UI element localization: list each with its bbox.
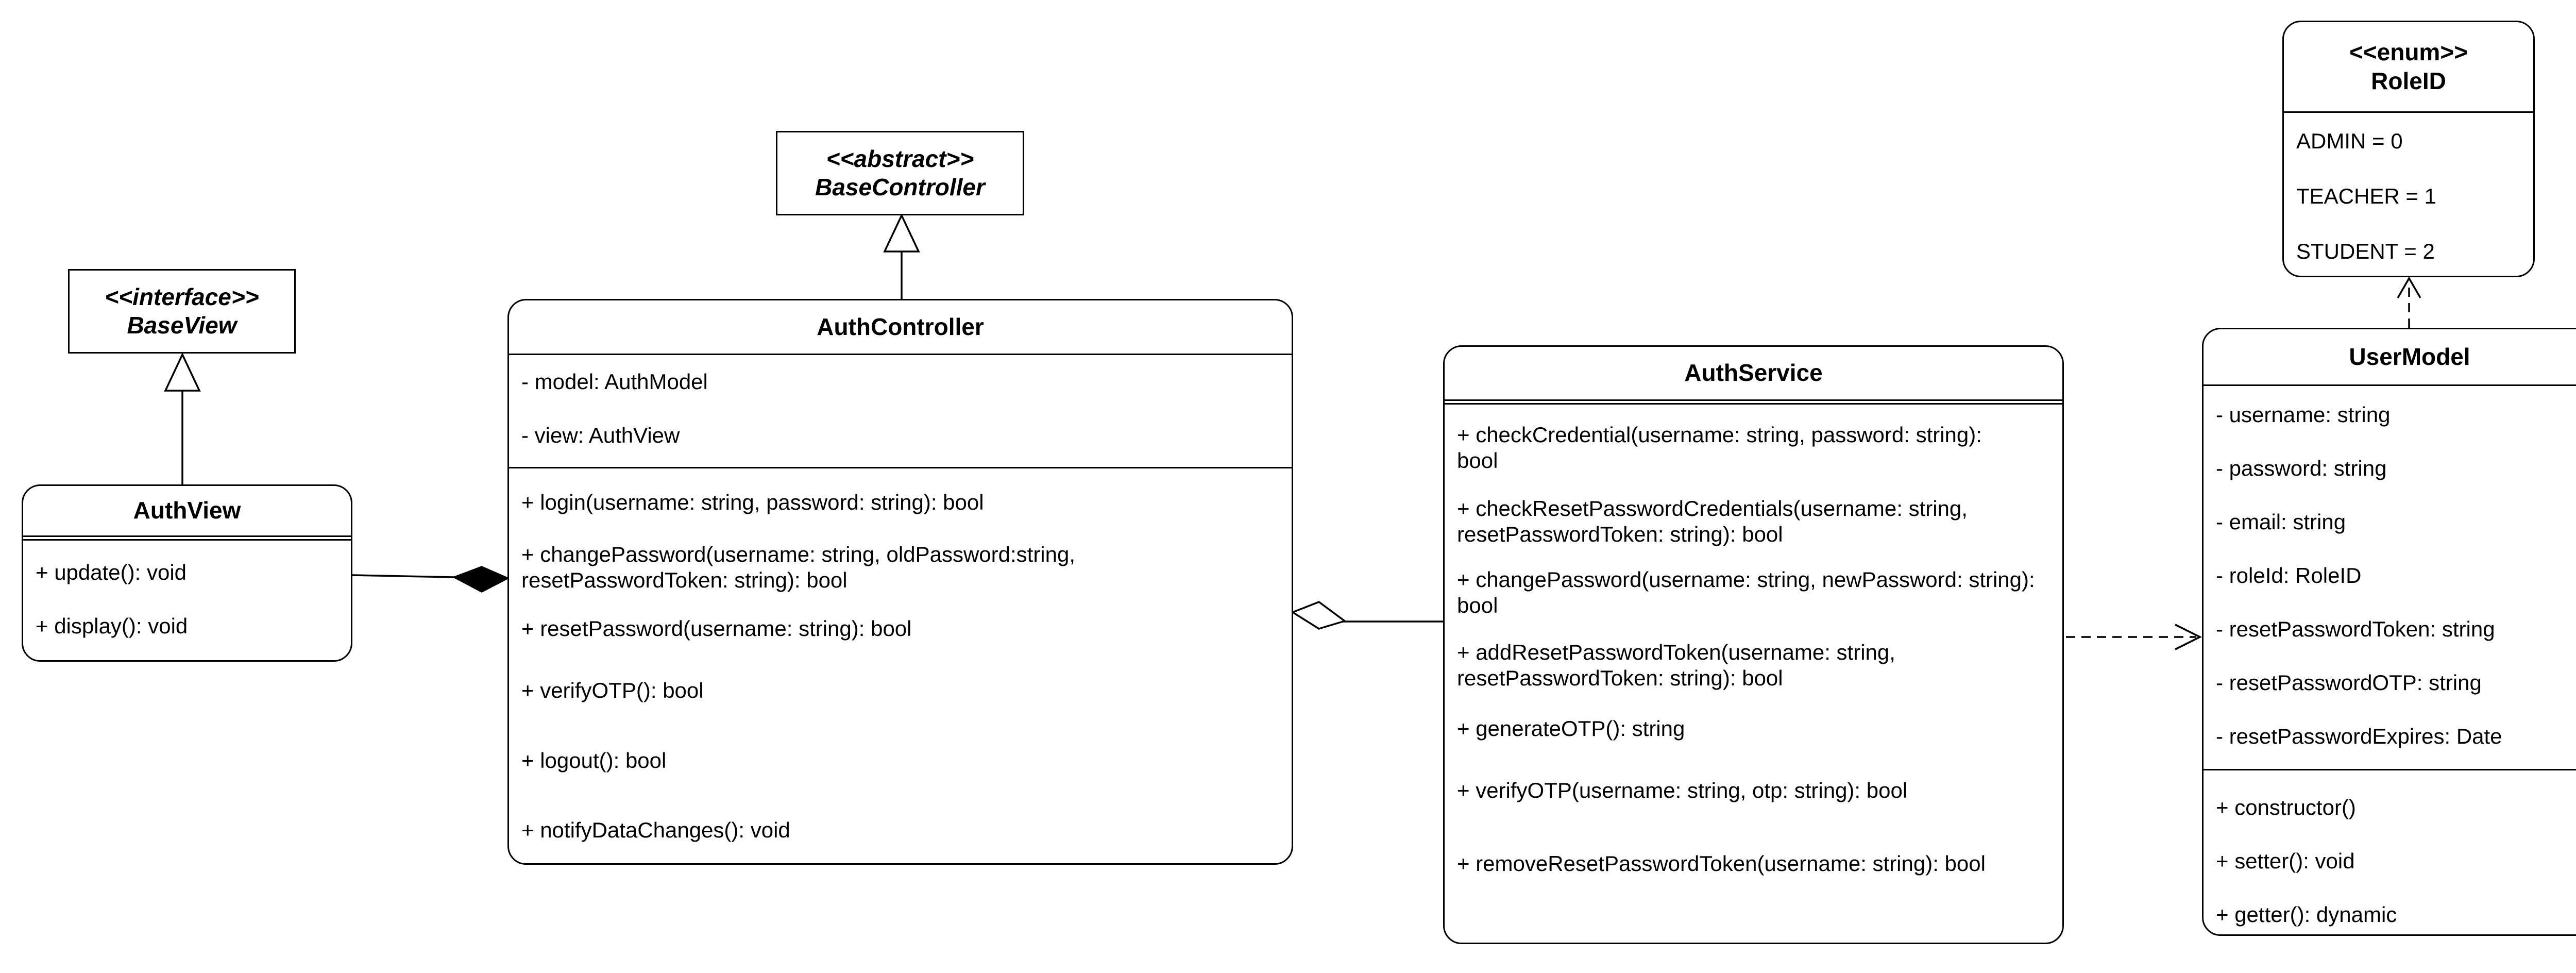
class-header: AuthService <box>1445 347 2062 405</box>
stereotype-label: <<abstract>> <box>826 145 974 172</box>
hollow-triangle-arrowhead <box>164 352 201 392</box>
attribute-row: - password: string <box>2216 456 2387 480</box>
class-name: AuthController <box>817 313 984 340</box>
filled-diamond <box>452 566 510 593</box>
enum-value-row: ADMIN = 0 <box>2296 129 2403 153</box>
method-row: + update(): void <box>36 560 187 584</box>
class-user-model: UserModel - username: string - password:… <box>2202 328 2576 936</box>
attribute-row: - roleId: RoleID <box>2216 563 2362 588</box>
method-row: + generateOTP(): string <box>1457 716 1685 741</box>
method-row: + changePassword(username: string, oldPa… <box>521 542 1076 592</box>
method-row: + checkCredential(username: string, pass… <box>1457 423 1982 473</box>
attribute-row: - view: AuthView <box>521 423 680 447</box>
class-header: <<enum>> RoleID <box>2284 22 2533 113</box>
class-name: RoleID <box>2371 67 2446 94</box>
method-row: + checkResetPasswordCredentials(username… <box>1457 496 1968 546</box>
class-header: AuthView <box>23 486 351 541</box>
hollow-triangle-arrowhead <box>883 213 920 253</box>
attributes-section: - username: string - password: string - … <box>2204 386 2576 770</box>
attribute-row: - model: AuthModel <box>521 370 708 394</box>
edge-authview-authcontroller <box>352 566 510 593</box>
class-auth-controller: AuthController - model: AuthModel - view… <box>507 299 1293 865</box>
edge-usermodel-roleid <box>2397 276 2421 328</box>
method-row: + setter(): void <box>2216 849 2355 873</box>
class-base-view: <<interface>> BaseView <box>68 269 296 354</box>
class-base-controller: <<abstract>> BaseController <box>776 131 1024 215</box>
methods-section: + update(): void + display(): void <box>23 541 351 653</box>
class-auth-service: AuthService + checkCredential(username: … <box>1443 345 2064 944</box>
edge-authservice-usermodel <box>2066 624 2202 650</box>
method-row: + verifyOTP(): bool <box>521 678 704 702</box>
attribute-row: - email: string <box>2216 510 2346 534</box>
method-row: + verifyOTP(username: string, otp: strin… <box>1457 778 1908 802</box>
attribute-row: - resetPasswordExpires: Date <box>2216 724 2502 748</box>
method-row: + addResetPasswordToken(username: string… <box>1457 640 1895 690</box>
edge-authservice-authcontroller <box>1291 601 1443 630</box>
values-section: ADMIN = 0 TEACHER = 1 STUDENT = 2 <box>2284 113 2533 276</box>
method-row: + removeResetPasswordToken(username: str… <box>1457 851 1986 876</box>
class-header: UserModel <box>2204 329 2576 386</box>
hollow-diamond <box>1291 601 1347 630</box>
class-name: BaseController <box>815 174 985 200</box>
methods-section: + checkCredential(username: string, pass… <box>1445 405 2062 902</box>
class-name: AuthView <box>133 497 241 524</box>
attributes-section: - model: AuthModel - view: AuthView <box>509 355 1292 468</box>
method-row: + notifyDataChanges(): void <box>521 818 790 842</box>
enum-value-row: TEACHER = 1 <box>2296 184 2436 208</box>
class-auth-view: AuthView + update(): void + display(): v… <box>22 484 352 662</box>
method-row: + resetPassword(username: string): bool <box>521 616 912 641</box>
attribute-row: - resetPasswordToken: string <box>2216 617 2495 641</box>
method-row: + logout(): bool <box>521 748 667 773</box>
stereotype-label: <<enum>> <box>2349 39 2468 66</box>
class-name: BaseView <box>127 312 237 339</box>
attribute-row: - username: string <box>2216 402 2391 427</box>
methods-section: + constructor() + setter(): void + gette… <box>2204 770 2576 934</box>
class-name: UserModel <box>2349 343 2470 370</box>
methods-section: + login(username: string, password: stri… <box>509 468 1292 861</box>
edge-authview-baseview <box>164 352 201 484</box>
attribute-row: - resetPasswordOTP: string <box>2216 670 2482 695</box>
method-row: + getter(): dynamic <box>2216 902 2397 927</box>
method-row: + changePassword(username: string, newPa… <box>1457 567 2035 617</box>
class-role-id: <<enum>> RoleID ADMIN = 0 TEACHER = 1 ST… <box>2282 21 2535 277</box>
edge-authcontroller-basecontroller <box>883 213 920 299</box>
class-header: AuthController <box>509 300 1292 355</box>
class-name: AuthService <box>1684 359 1823 387</box>
method-row: + login(username: string, password: stri… <box>521 490 984 514</box>
method-row: + display(): void <box>36 614 188 638</box>
class-header: <<abstract>> BaseController <box>777 132 1023 214</box>
class-header: <<interface>> BaseView <box>70 271 294 352</box>
enum-value-row: STUDENT = 2 <box>2296 239 2435 263</box>
stereotype-label: <<interface>> <box>105 283 259 310</box>
method-row: + constructor() <box>2216 795 2356 819</box>
